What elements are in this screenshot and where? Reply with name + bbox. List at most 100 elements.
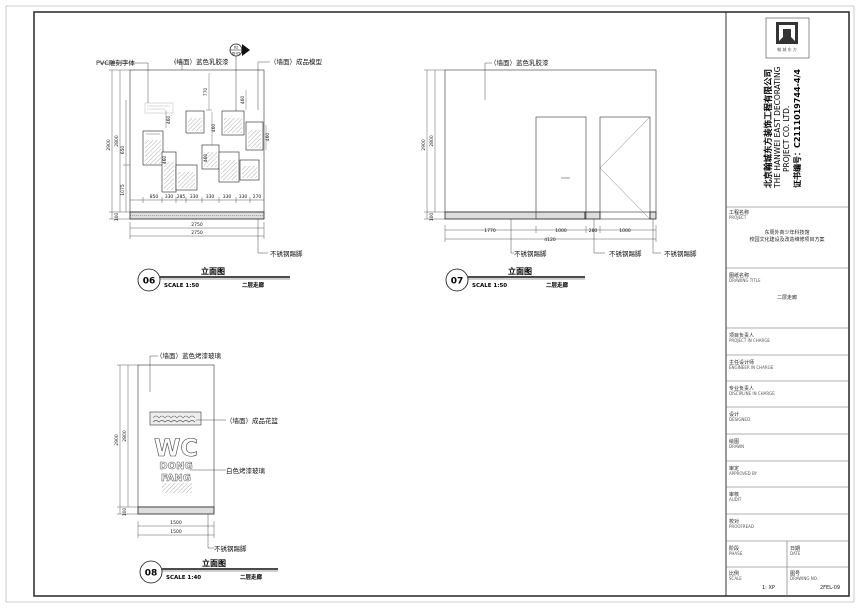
discipline-label: 专业负责人 [729,385,754,392]
elevation-scale: SCALE 1:50 [472,283,507,289]
model-frame [221,110,245,136]
outer-border [5,5,855,603]
dim-left-stack: 650 [120,146,126,155]
model-frames [142,110,264,193]
elevation-08: WC DONG FANG 2900 2800 100 1500 1500 （墙面… [114,351,279,584]
discipline-en: DISCIPLINE IN CHARGE [729,391,775,396]
dim-bottom-span: 330 [223,194,232,200]
note-model: （墙面）成品模型 [270,57,323,66]
skirting-board [584,211,601,220]
title-block: 翰 城 东 方 北京翰城东方装饰工程有限公司 THE HANWEI EAST D… [725,12,849,596]
proof-label: 校对 [729,518,739,525]
company-logo: 翰 城 东 方 [765,17,810,59]
approved-en: APPROVED BY [729,471,758,476]
audit-label: 审核 [729,491,739,498]
dim-height-inner: 2800 [122,430,128,442]
approved-label: 审定 [729,465,739,472]
model-frame [239,159,260,181]
note-white-glass: 白色烤漆玻璃 [226,466,266,475]
flower-basket [149,411,202,426]
date-en: DATE [790,551,801,556]
engineer-label: 主任设计师 [729,359,754,366]
dim-height-total: 2900 [106,139,112,151]
project-label: 工程名称 [729,209,749,216]
index-bottom: ID-05 [232,52,241,56]
model-frame [142,130,164,166]
note-blue-paint: （墙面）蓝色乳胶漆 [170,57,229,66]
index-top: 02 [234,46,239,50]
dim-bottom-span: 330 [190,194,199,200]
drawing-title-label: 图纸名称 [729,272,749,279]
dim-bottom-span: 270 [253,194,262,200]
proof-en: PROOFREAD [729,524,754,529]
elevation-title: 07 立面图 SCALE 1:50 二层走廊 [445,266,585,292]
elevation-06: 02 ID-05 2900 2800 6 [96,43,323,292]
elevation-title: 08 立面图 SCALE 1:40 二层走廊 [139,558,278,584]
skirting-board [444,211,586,220]
dim-height-total: 2900 [421,139,427,151]
dim-row-top: 460 [265,133,271,142]
dim-row-mid: 460 [203,154,209,163]
dim-span: 1000 [555,228,567,234]
wc-logo-sub2: FANG [161,473,191,484]
project-name-line2: 校园文化建设及改造维修项目方案 [749,236,824,243]
note-blue-paint: （墙面）蓝色乳胶漆 [490,58,549,67]
note-skirting: 不锈钢踢脚 [214,544,247,553]
elevation-location: 二层走廊 [240,573,263,581]
note-skirting: 不锈钢踢脚 [609,249,642,258]
engineer-en: ENGINEER IN CHARGE [729,365,774,370]
note-skirting: 不锈钢踢脚 [270,249,303,258]
design-en: DESIGNED [729,417,750,422]
model-frame [201,144,220,170]
dim-row-top: 770 [203,88,209,97]
dim-bottom-span: 330 [165,194,174,200]
audit-en: AUDIT [729,497,742,502]
dim-width-total: 1500 [170,529,182,535]
note-pvc-text: PVC雕刻字体 [96,58,135,67]
elevation-number: 06 [143,277,156,287]
model-frame [185,110,205,134]
drawing-title-value: 二层走廊 [777,294,797,301]
wc-logo-graphic: WC DONG FANG [154,434,198,493]
dim-height-inner: 2800 [429,135,435,147]
elevation-title: 06 立面图 SCALE 1:50 二层走廊 [137,266,290,292]
dim-row-top: 460 [166,116,172,125]
elevation-title-text: 立面图 [202,558,226,568]
dim-row-mid: 460 [162,156,168,165]
door-left [535,116,587,220]
dim-height-total: 2900 [114,434,120,446]
company-name-en1: THE HANWEI EAST DECORATING [773,66,782,189]
elevation-scale: SCALE 1:50 [164,283,199,289]
drawing-title-label-en: DRAWING TITLE [729,278,761,283]
elevation-scale: SCALE 1:40 [166,575,201,581]
drawing-no-value: 2FEL-09 [820,585,840,591]
dim-height-inner: 2800 [114,135,120,147]
company-name-en2: PROJECT CO. LTD. [782,106,791,172]
elevation-number: 07 [451,277,464,287]
wc-logo-text: WC [154,434,198,462]
drawing-no-label: 图号 [790,571,800,577]
note-blue-glass: （墙面）蓝色烤漆玻璃 [156,351,222,360]
dim-base: 100 [429,213,435,222]
elevation-location: 二层走廊 [546,281,569,289]
model-frame [245,121,264,151]
design-label: 设计 [729,411,739,418]
dim-span: 280 [589,228,598,234]
model-frame [175,164,198,191]
project-in-charge-label: 项目负责人 [729,332,754,339]
dim-bottom-span: 330 [206,194,215,200]
door-right [599,116,651,220]
note-skirting: 不锈钢踢脚 [514,249,547,258]
dim-width: 2750 [191,222,203,228]
dim-width: 4120 [544,237,556,243]
elevation-title-text: 立面图 [201,266,225,276]
vertical-dimensions [109,69,130,220]
dim-width: 1500 [170,520,182,526]
skirting-board [137,506,215,515]
scale-value: 1: XP [762,585,775,591]
company-name-block: 北京翰城东方装饰工程有限公司 THE HANWEI EAST DECORATIN… [763,66,802,189]
date-label: 日期 [790,546,800,552]
phase-en: PHASE [729,551,743,556]
dim-bottom-span: 330 [239,194,248,200]
project-in-charge-en: PROJECT IN CHARGE [729,338,770,343]
